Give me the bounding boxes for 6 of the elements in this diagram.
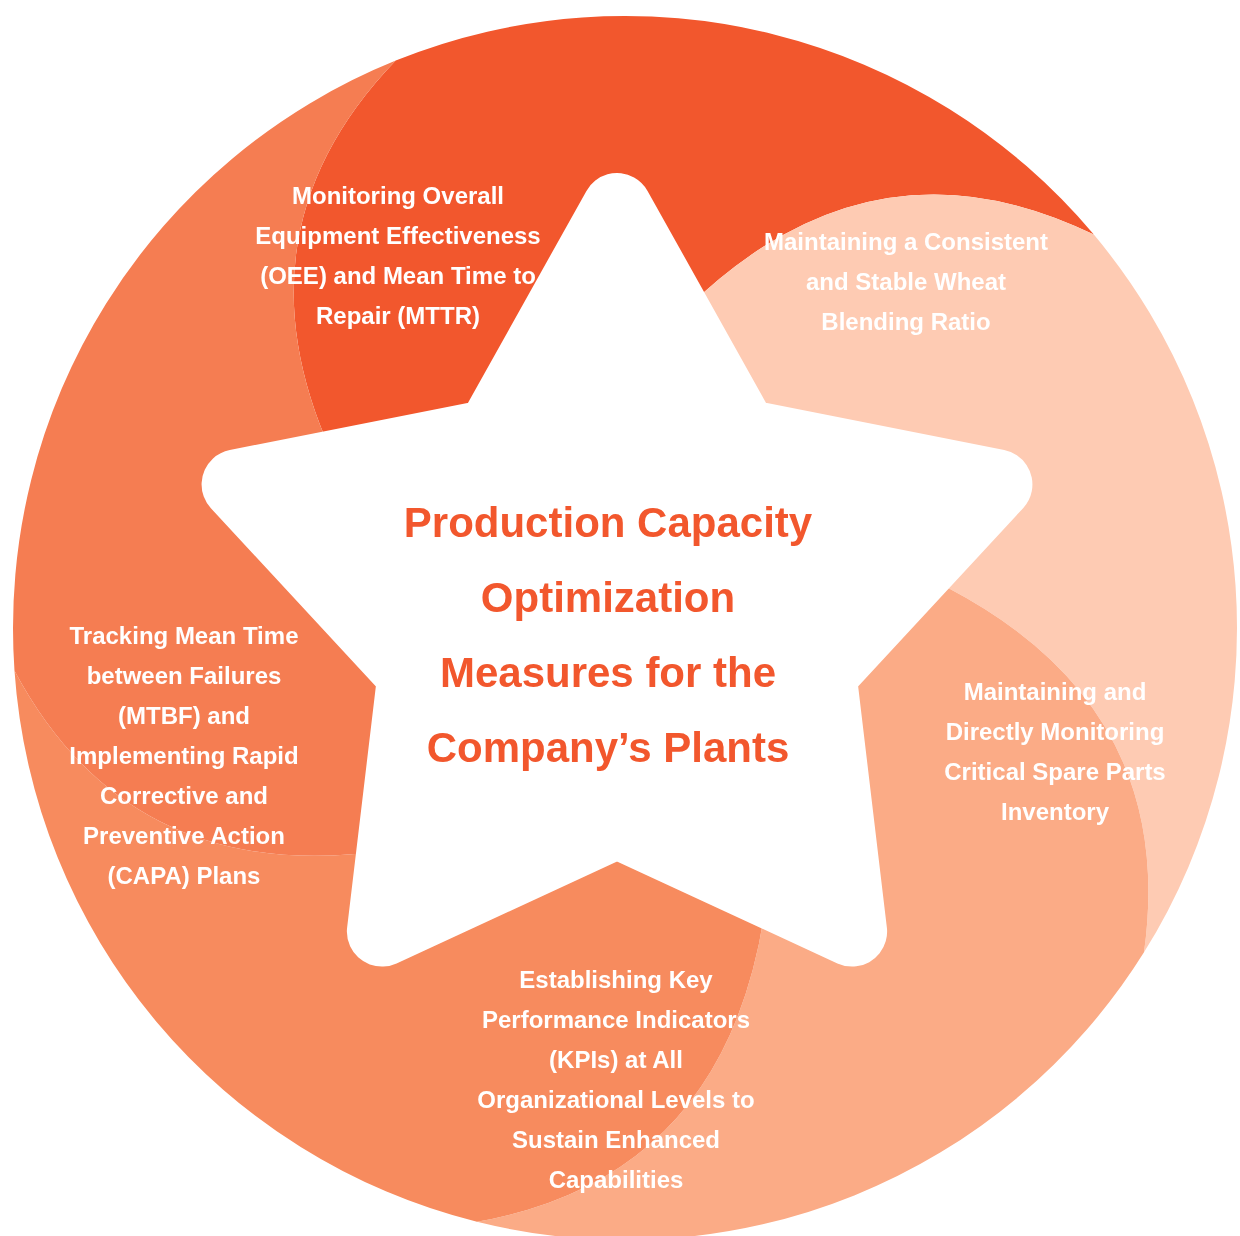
segment-text: Establishing Key Performance Indicators (KPIs) at All Organizational Levels to Sustain Enhanced Capabilities: [476, 965, 756, 1195]
segment-text: Maintaining and Directly Monitoring Critical Spare Parts Inventory: [943, 677, 1167, 827]
segment-text: Monitoring Overall Equipment Effectiveness (OEE) and Mean Time to Repair (MTTR): [254, 181, 542, 331]
segment-text: Maintaining a Consistent and Stable Wheat Blending Ratio: [763, 227, 1049, 337]
segment-text: Tracking Mean Time between Failures (MTBF) and Implementing Rapid Corrective and Preventive Action (CAPA) Plans: [68, 621, 300, 891]
center-title: Production Capacity Optimization Measures for the Company’s Plants: [402, 498, 814, 773]
